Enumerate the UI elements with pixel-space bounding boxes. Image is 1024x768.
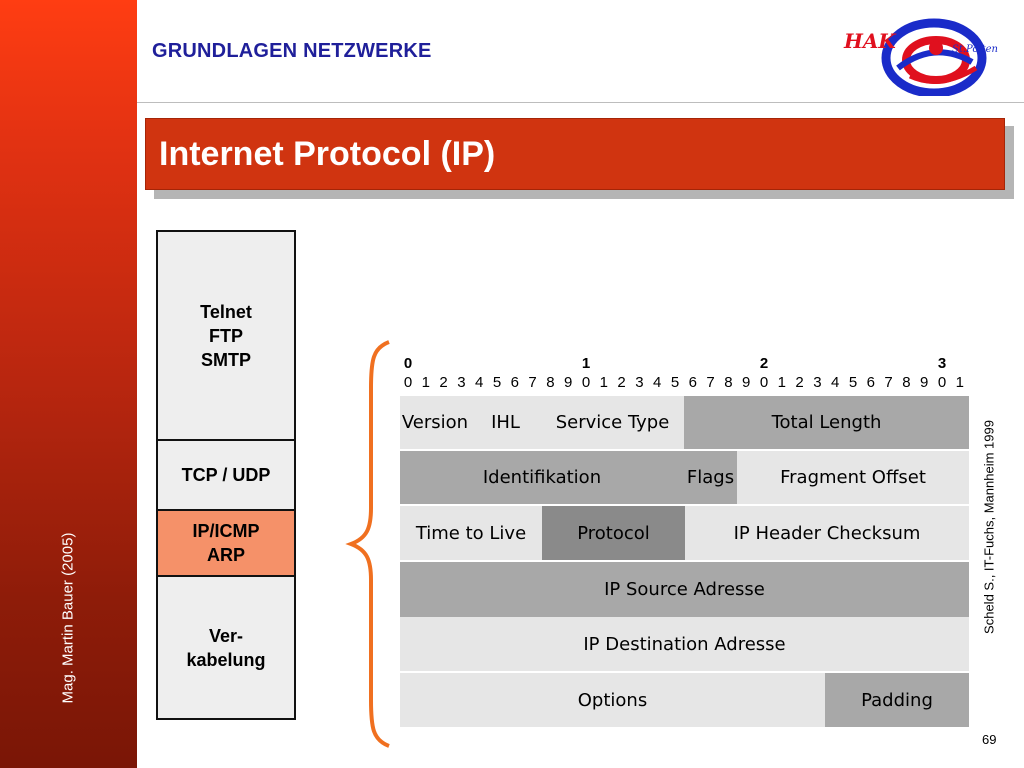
bit-unit-label: 4	[475, 374, 484, 391]
bit-unit-label: 5	[492, 374, 502, 391]
logo-text-sub: St.Pölten	[952, 44, 998, 55]
field-service-type: Service Type	[541, 396, 684, 449]
bit-unit-label: 0	[403, 374, 413, 391]
bit-unit-label: 5	[670, 374, 680, 391]
bit-unit-label: 7	[884, 374, 893, 391]
field-fragment-offset: Fragment Offset	[737, 451, 969, 504]
layer-label: IP/ICMP ARP	[192, 521, 260, 565]
field-flags: Flags	[684, 451, 737, 504]
author-credit: Mag. Martin Bauer (2005)	[59, 532, 77, 704]
bit-unit-label: 4	[831, 374, 840, 391]
bit-unit-label: 0	[759, 374, 769, 391]
bit-tens-label: 0	[403, 355, 413, 372]
bit-unit-label: 6	[866, 374, 875, 391]
bit-unit-label: 7	[528, 374, 537, 391]
field-protocol: Protocol	[542, 506, 685, 560]
field-options: Options	[400, 673, 825, 727]
bit-unit-label: 2	[439, 374, 448, 391]
bit-unit-label: 2	[617, 374, 626, 391]
layer-application: Telnet FTP SMTP	[158, 232, 294, 441]
bit-unit-label: 8	[546, 374, 555, 391]
field-identifikation: Identifikation	[400, 451, 684, 504]
field-header-checksum: IP Header Checksum	[685, 506, 969, 560]
layer-label: Telnet FTP SMTP	[200, 301, 252, 370]
bit-unit-label: 1	[421, 374, 430, 391]
protocol-stack: Telnet FTP SMTP TCP / UDP IP/ICMP ARP Ve…	[156, 230, 296, 720]
field-source-address: IP Source Adresse	[400, 562, 969, 617]
bit-unit-label: 0	[937, 374, 947, 391]
bit-unit-label: 8	[724, 374, 733, 391]
header-divider	[137, 102, 1024, 103]
field-time-to-live: Time to Live	[400, 506, 542, 560]
hak-logo: HAK St.Pölten	[843, 18, 998, 96]
bit-unit-label: 1	[955, 374, 964, 391]
bit-unit-label: 6	[688, 374, 697, 391]
bit-unit-label: 6	[510, 374, 519, 391]
field-ihl: IHL	[470, 396, 541, 449]
bit-unit-label: 8	[902, 374, 911, 391]
field-padding: Padding	[825, 673, 969, 727]
title-banner: Internet Protocol (IP)	[145, 118, 1005, 190]
bit-tens-label: 1	[581, 355, 591, 372]
source-citation: Scheld S., IT-Fuchs, Mannheim 1999	[981, 420, 997, 634]
slide-title: Internet Protocol (IP)	[159, 135, 496, 173]
logo-text-main: HAK	[843, 29, 897, 53]
bit-unit-label: 4	[653, 374, 662, 391]
curly-brace	[345, 340, 390, 748]
bit-tens-label: 2	[759, 355, 769, 372]
bit-unit-label: 7	[706, 374, 715, 391]
layer-label: Ver- kabelung	[186, 625, 266, 670]
header-title: GRUNDLAGEN NETZWERKE	[152, 40, 432, 62]
page-number: 69	[982, 732, 997, 747]
field-total-length: Total Length	[684, 396, 969, 449]
bit-unit-label: 3	[457, 374, 466, 391]
layer-physical: Ver- kabelung	[158, 577, 294, 718]
layer-network: IP/ICMP ARP	[158, 511, 294, 577]
bit-unit-label: 3	[635, 374, 644, 391]
bit-unit-label: 1	[599, 374, 608, 391]
bit-tens-label: 3	[937, 355, 947, 372]
layer-transport: TCP / UDP	[158, 441, 294, 511]
field-version: Version	[400, 396, 470, 449]
bit-unit-label: 3	[813, 374, 822, 391]
bit-unit-label: 0	[581, 374, 591, 391]
bit-unit-label: 2	[795, 374, 804, 391]
bit-unit-label: 9	[920, 374, 929, 391]
bit-unit-label: 1	[777, 374, 786, 391]
bit-unit-label: 9	[564, 374, 573, 391]
field-destination-address: IP Destination Adresse	[400, 617, 969, 671]
sidebar: Mag. Martin Bauer (2005)	[0, 0, 137, 768]
layer-label: TCP / UDP	[181, 465, 271, 485]
bit-unit-label: 9	[742, 374, 751, 391]
bit-unit-label: 5	[848, 374, 858, 391]
